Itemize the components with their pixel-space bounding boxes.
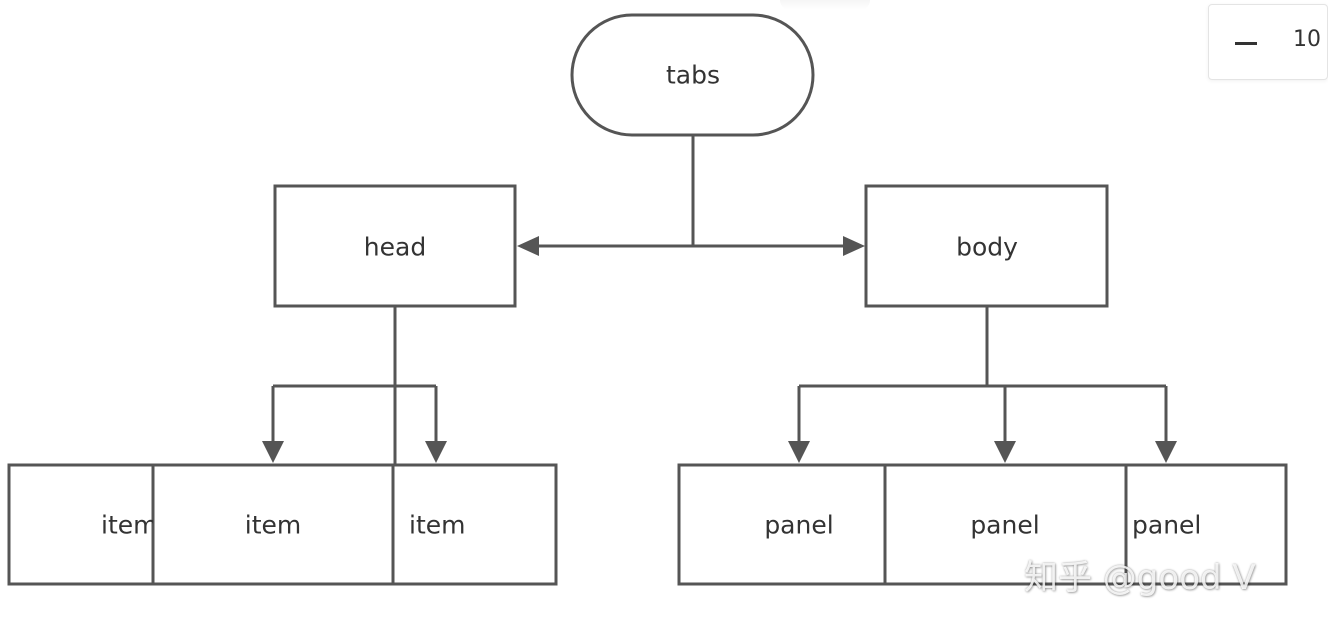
arrowhead-to-panel-2 xyxy=(994,441,1016,463)
arrowhead-to-item-right xyxy=(425,441,447,463)
items-row: item item item xyxy=(7,463,558,586)
panel-cell-3[interactable]: panel xyxy=(1132,511,1201,540)
node-tabs[interactable]: tabs xyxy=(570,13,815,137)
panels-row: panel panel panel xyxy=(677,463,1288,586)
zoom-control: 10 xyxy=(1208,4,1328,80)
item-cell-3[interactable]: item xyxy=(409,511,465,540)
node-head-label: head xyxy=(364,233,426,262)
arrowhead-to-item-left xyxy=(262,441,284,463)
panels-row-outline xyxy=(677,463,1288,586)
zoom-out-icon[interactable] xyxy=(1235,42,1257,45)
item-cell-1-label: item xyxy=(101,511,157,540)
panel-cell-2[interactable]: panel xyxy=(970,511,1039,540)
node-head[interactable]: head xyxy=(273,184,517,308)
node-tabs-label: tabs xyxy=(666,61,720,90)
panel-cell-1-label: panel xyxy=(764,511,833,540)
zoom-level: 10 xyxy=(1293,27,1321,52)
item-cell-2[interactable]: item xyxy=(245,511,301,540)
arrowhead-to-panel-1 xyxy=(788,441,810,463)
node-body-label: body xyxy=(956,233,1018,262)
items-row-outline xyxy=(7,463,558,586)
panel-cell-2-label: panel xyxy=(970,511,1039,540)
item-cell-3-label: item xyxy=(409,511,465,540)
arrowhead-to-panel-3 xyxy=(1155,441,1177,463)
panel-cell-1[interactable]: panel xyxy=(764,511,833,540)
node-body[interactable]: body xyxy=(864,184,1109,308)
item-cell-1[interactable]: item xyxy=(101,511,157,540)
top-edge-shadow xyxy=(780,0,870,10)
item-cell-2-label: item xyxy=(245,511,301,540)
arrowhead-to-body xyxy=(843,236,865,256)
arrowhead-to-head xyxy=(517,236,539,256)
panel-cell-3-label: panel xyxy=(1132,511,1201,540)
